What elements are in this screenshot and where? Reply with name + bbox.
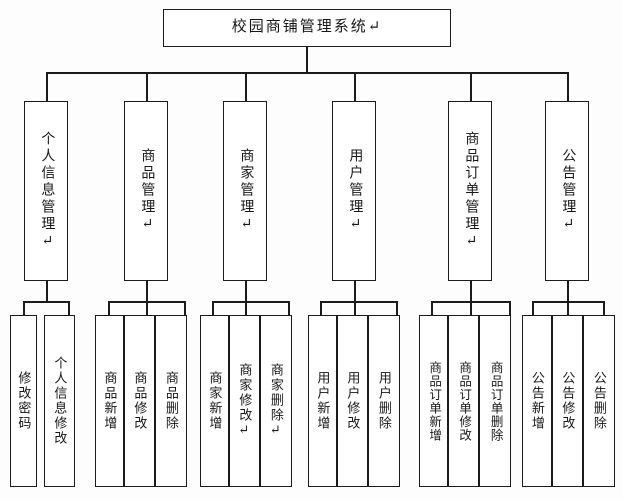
leaf-label: 商品删除	[163, 371, 179, 431]
connector-branch-4-drop	[354, 72, 356, 101]
connector-g2-stem	[146, 281, 148, 302]
connector-g1-leaf-1	[23, 301, 25, 316]
connector-g6-stem	[567, 281, 569, 302]
root-node[interactable]: 校园商铺管理系统↵	[163, 9, 451, 47]
connector-g2-leaf-1	[108, 301, 110, 316]
leaf-edit-personal-info[interactable]: 个人信息修改	[44, 315, 75, 487]
leaf-user-edit[interactable]: 用户修改	[337, 315, 368, 487]
leaf-user-delete[interactable]: 用户删除	[368, 315, 400, 487]
leaf-announcement-edit[interactable]: 公告修改	[552, 315, 583, 487]
leaf-label: 公告删除	[591, 371, 607, 431]
leaf-label: 用户删除	[376, 371, 392, 431]
leaf-product-edit[interactable]: 商品修改	[124, 315, 155, 487]
leaf-label: 商品修改	[132, 371, 148, 431]
branch-label: 商家管理↵	[238, 147, 254, 235]
leaf-announcement-add[interactable]: 公告新增	[522, 315, 552, 487]
connector-g2-leaf-2	[146, 301, 148, 316]
branch-personal-info-management[interactable]: 个人信息管理↵	[24, 101, 68, 281]
leaf-label: 商品订单修改	[457, 360, 472, 442]
connector-branch-3-drop	[245, 72, 247, 101]
connector-g3-leaf-3	[288, 301, 290, 316]
leaf-label: 商家修改↵	[237, 362, 253, 440]
leaf-order-add[interactable]: 商品订单新增	[419, 315, 448, 487]
leaf-label: 商品订单新增	[427, 360, 442, 442]
connector-branch-2-drop	[146, 72, 148, 101]
connector-g3-bus	[212, 301, 289, 303]
leaf-label: 公告修改	[560, 371, 576, 431]
leaf-merchant-delete[interactable]: 商家删除↵	[260, 315, 292, 487]
connector-g5-leaf-2	[470, 301, 472, 316]
connector-branch-1-drop	[46, 72, 48, 101]
connector-g4-leaf-1	[320, 301, 322, 316]
leaf-label: 商家新增	[207, 371, 223, 431]
connector-g1-leaf-2	[68, 301, 70, 316]
leaf-label: 公告新增	[529, 371, 545, 431]
branch-merchant-management[interactable]: 商家管理↵	[223, 101, 267, 281]
connector-g3-stem	[245, 281, 247, 302]
connector-g3-leaf-1	[212, 301, 214, 316]
leaf-label: 个人信息修改	[52, 356, 68, 446]
leaf-user-add[interactable]: 用户新增	[308, 315, 337, 487]
branch-label: 公告管理↵	[560, 147, 576, 235]
connector-branch-6-drop	[567, 72, 569, 101]
leaf-product-add[interactable]: 商品新增	[95, 315, 124, 487]
connector-g1-stem	[46, 281, 48, 302]
leaf-order-delete[interactable]: 商品订单删除	[479, 315, 511, 487]
leaf-change-password[interactable]: 修改密码	[10, 315, 37, 487]
connector-g4-stem	[354, 281, 356, 302]
leaf-label: 修改密码	[16, 371, 32, 431]
leaf-label: 商品新增	[102, 371, 118, 431]
connector-g6-leaf-3	[603, 301, 605, 316]
connector-g5-stem	[470, 281, 472, 302]
branch-label: 用户管理↵	[347, 147, 363, 235]
connector-g5-leaf-3	[509, 301, 511, 316]
leaf-label: 用户新增	[315, 371, 331, 431]
leaf-announcement-delete[interactable]: 公告删除	[583, 315, 615, 487]
connector-g5-leaf-1	[431, 301, 433, 316]
leaf-label: 商家删除↵	[268, 362, 284, 440]
leaf-label: 用户修改	[345, 371, 361, 431]
connector-g4-leaf-3	[396, 301, 398, 316]
connector-branch-5-drop	[470, 72, 472, 101]
connector-g4-bus	[320, 301, 397, 303]
branch-label: 个人信息管理↵	[39, 130, 55, 252]
leaf-product-delete[interactable]: 商品删除	[155, 315, 187, 487]
leaf-merchant-edit[interactable]: 商家修改↵	[229, 315, 260, 487]
root-node-label: 校园商铺管理系统↵	[231, 19, 383, 36]
branch-product-management[interactable]: 商品管理↵	[124, 101, 168, 281]
leaf-merchant-add[interactable]: 商家新增	[200, 315, 229, 487]
connector-g2-leaf-3	[184, 301, 186, 316]
branch-label: 商品管理↵	[139, 147, 155, 235]
connector-level2-bus	[46, 72, 567, 74]
connector-g1-bus	[23, 301, 69, 303]
leaf-label: 商品订单删除	[488, 360, 503, 442]
leaf-order-edit[interactable]: 商品订单修改	[448, 315, 479, 487]
connector-g3-leaf-2	[245, 301, 247, 316]
connector-g6-leaf-2	[567, 301, 569, 316]
connector-root-drop	[306, 47, 308, 73]
branch-product-order-management[interactable]: 商品订单管理↵	[448, 101, 492, 281]
connector-g6-leaf-1	[532, 301, 534, 316]
branch-announcement-management[interactable]: 公告管理↵	[545, 101, 589, 281]
branch-user-management[interactable]: 用户管理↵	[332, 101, 376, 281]
connector-g4-leaf-2	[354, 301, 356, 316]
branch-label: 商品订单管理↵	[463, 130, 479, 252]
